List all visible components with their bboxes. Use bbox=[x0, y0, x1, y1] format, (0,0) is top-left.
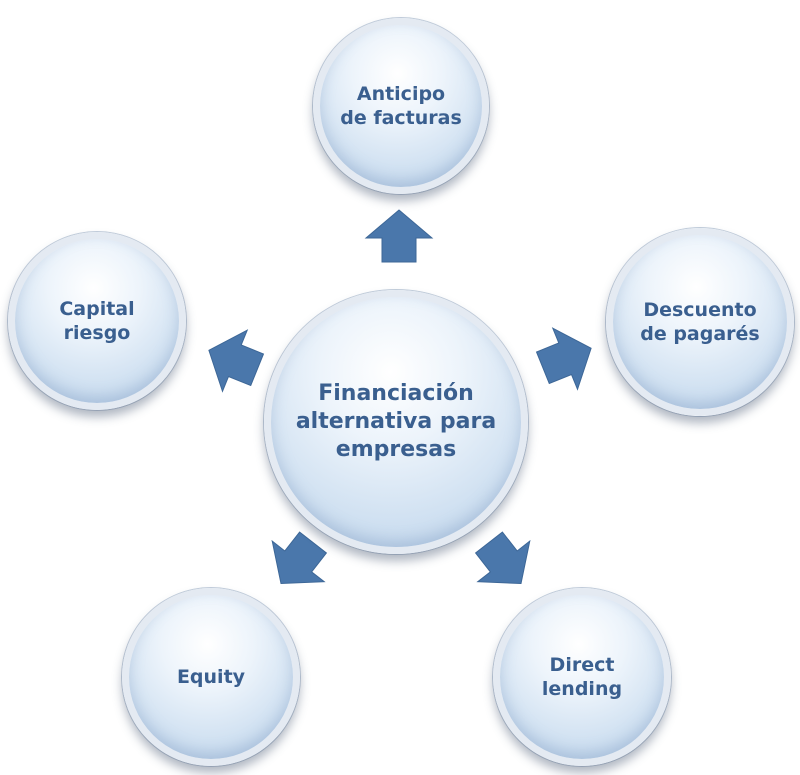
node-descuento-de-pagares: Descuento de pagarés bbox=[606, 228, 794, 416]
arrow-to-bottom-left bbox=[252, 519, 342, 606]
node-label: Direct lending bbox=[541, 654, 623, 700]
node-capital-riesgo: Capital riesgo bbox=[8, 232, 186, 410]
arrow-down-right-icon bbox=[474, 531, 531, 585]
node-equity: Equity bbox=[122, 588, 300, 766]
node-direct-lending: Direct lending bbox=[493, 588, 671, 766]
arrow-down-left-icon bbox=[271, 531, 328, 585]
node-label: Descuento de pagarés bbox=[640, 299, 760, 345]
arrow-to-right bbox=[528, 315, 606, 401]
node-center-financiacion-alternativa: Financiación alternativa para empresas bbox=[264, 290, 528, 554]
arrow-left-icon bbox=[208, 329, 265, 393]
arrow-right-icon bbox=[535, 327, 592, 391]
node-label: Equity bbox=[176, 666, 246, 688]
arrow-to-top bbox=[364, 208, 434, 264]
node-anticipo-de-facturas: Anticipo de facturas bbox=[313, 18, 489, 194]
arrow-to-left bbox=[194, 317, 272, 403]
arrow-up-icon bbox=[364, 209, 434, 263]
arrow-to-bottom-right bbox=[460, 519, 550, 606]
node-label: Anticipo de facturas bbox=[340, 83, 462, 129]
node-label: Capital riesgo bbox=[59, 298, 135, 344]
center-label: Financiación alternativa para empresas bbox=[295, 381, 497, 462]
